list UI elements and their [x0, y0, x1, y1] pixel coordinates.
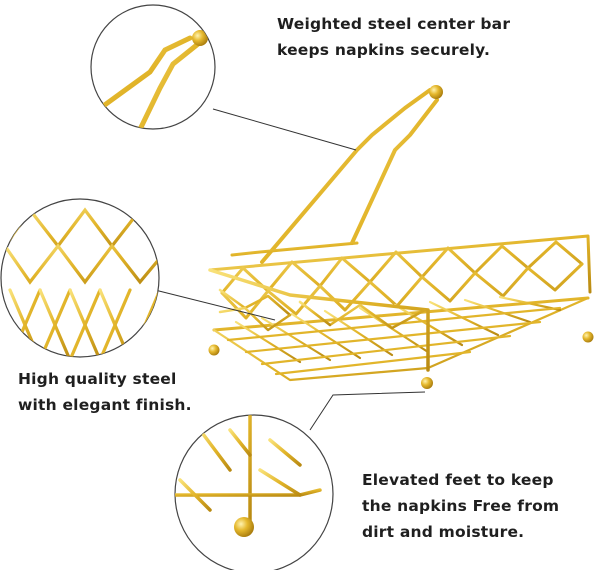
napkin-holder — [208, 85, 594, 389]
caption-feet-line1: Elevated feet to keep — [362, 471, 554, 489]
center-bar-ball — [429, 85, 443, 99]
caption-center-bar-line2: keeps napkins securely. — [277, 41, 491, 59]
caption-center-bar: Weighted steel center bar keeps napkins … — [277, 11, 510, 63]
caption-finish-line1: High quality steel — [18, 370, 177, 388]
back-wall — [208, 234, 592, 332]
leader-line-feet — [309, 391, 426, 431]
caption-feet: Elevated feet to keep the napkins Free f… — [362, 467, 559, 545]
caption-feet-line3: dirt and moisture. — [362, 523, 525, 541]
zoom-circle-feet — [174, 414, 334, 570]
leader-lines — [154, 108, 426, 431]
zoom-circle-center-bar — [90, 4, 216, 130]
foot-back-right — [582, 331, 594, 343]
foot-front-right — [421, 377, 433, 389]
zoom-circle-finish — [0, 198, 160, 358]
base-grid — [212, 295, 590, 382]
leader-line-finish — [154, 289, 276, 321]
leader-line-center-bar — [212, 108, 357, 151]
caption-finish-line2: with elegant finish. — [18, 396, 192, 414]
front-rail — [208, 268, 430, 382]
center-bar — [260, 88, 439, 264]
caption-finish: High quality steel with elegant finish. — [18, 366, 192, 418]
front-lattice — [218, 288, 427, 332]
caption-feet-line2: the napkins Free from — [362, 497, 560, 515]
caption-center-bar-line1: Weighted steel center bar — [277, 15, 511, 33]
foot-front-left — [208, 344, 220, 356]
